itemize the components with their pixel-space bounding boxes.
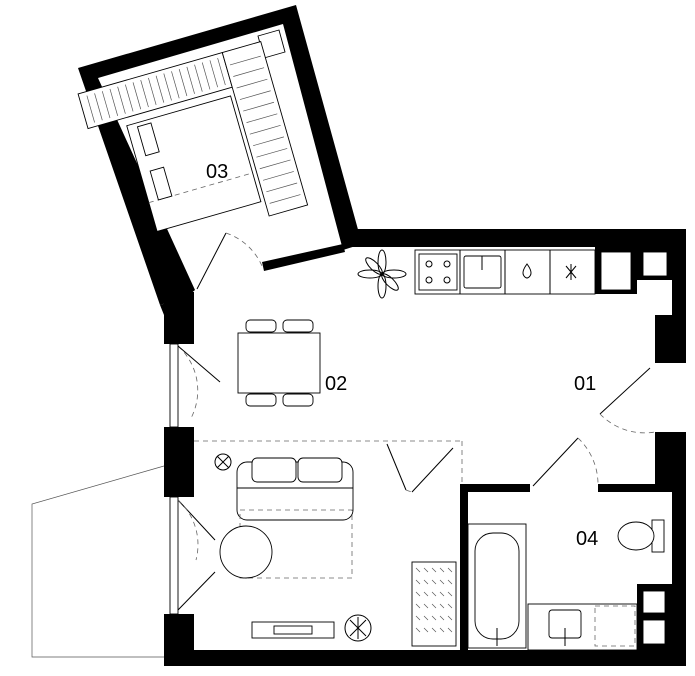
toilet <box>617 519 665 553</box>
shoe-rack <box>411 561 457 647</box>
utility-shafts <box>595 247 672 294</box>
room-label-03: 03 <box>206 161 228 183</box>
bathtub <box>467 523 527 649</box>
washbasin <box>527 603 638 651</box>
bedroom-walls <box>78 5 362 344</box>
kitchen-counter <box>414 249 596 295</box>
coffee-table <box>219 525 273 579</box>
hob-burner-icon <box>425 260 451 284</box>
dining-table <box>237 319 321 407</box>
plant-icon <box>357 249 407 299</box>
room-label-02: 02 <box>325 373 347 395</box>
bedroom-furniture <box>77 41 309 233</box>
small-plant-icon <box>344 614 372 642</box>
sofa <box>236 457 354 521</box>
lamp-icon <box>214 453 232 471</box>
dishwasher-drop-icon <box>522 263 532 279</box>
bathroom-walls <box>460 484 672 654</box>
tv-unit <box>251 621 335 639</box>
balcony-outline <box>31 465 165 658</box>
doors <box>169 232 656 615</box>
room-label-01: 01 <box>574 373 596 395</box>
room-label-04: 04 <box>576 528 598 550</box>
fridge-snowflake-icon <box>565 264 577 280</box>
